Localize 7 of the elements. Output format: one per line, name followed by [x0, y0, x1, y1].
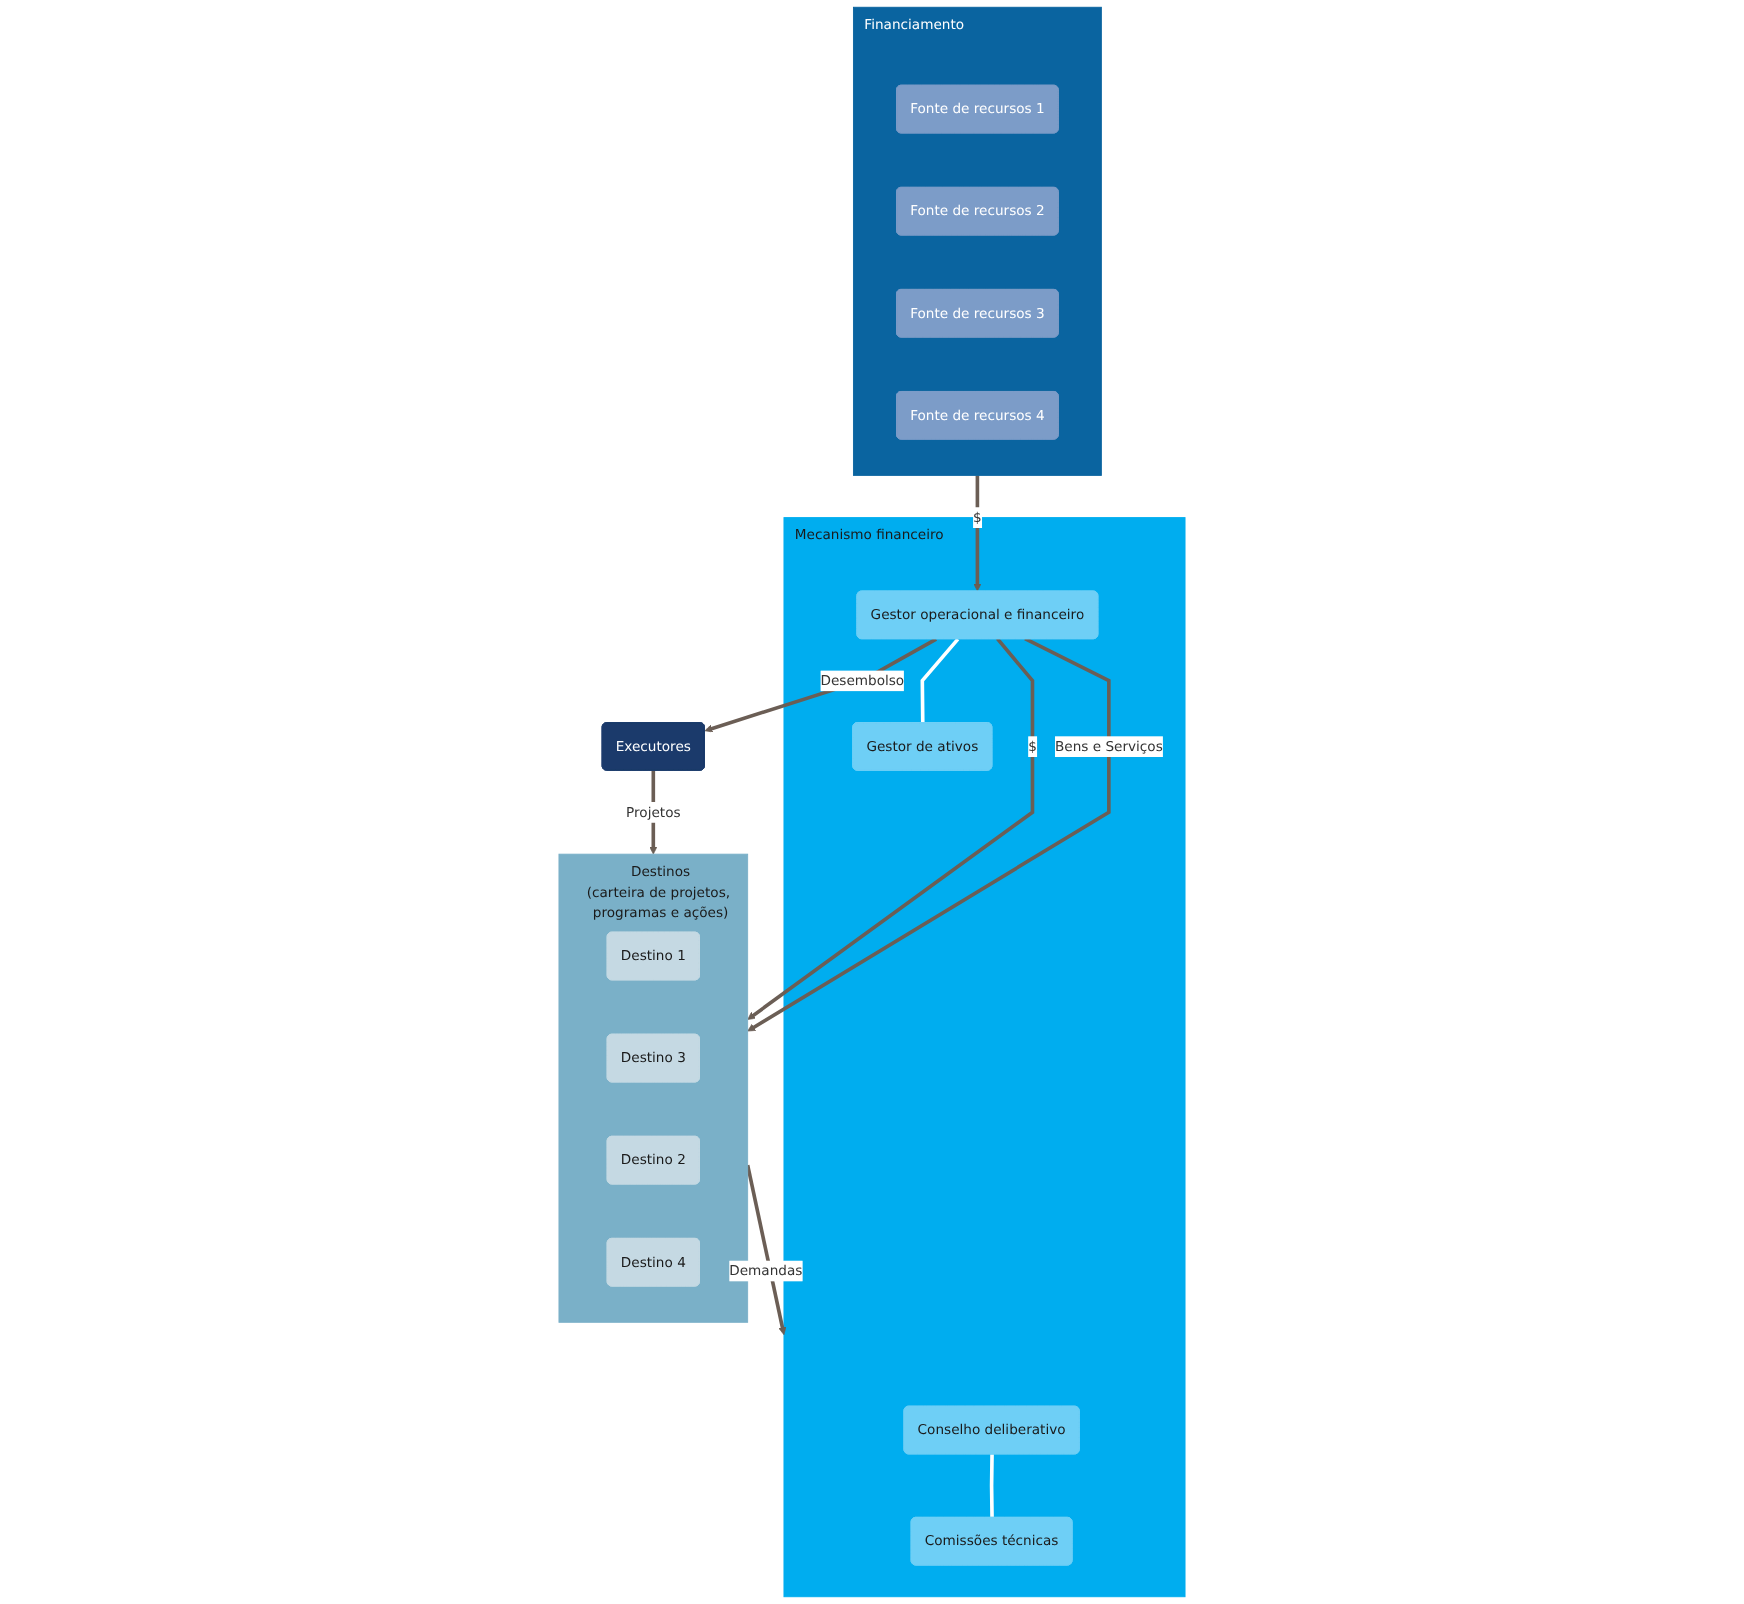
arrow: [745, 1164, 787, 1335]
connector: [989, 1454, 994, 1518]
arrow: [747, 637, 1035, 1020]
arrow: [704, 637, 938, 733]
connector: [920, 637, 960, 724]
arrow: [747, 637, 1111, 1032]
arrow: [973, 475, 982, 592]
